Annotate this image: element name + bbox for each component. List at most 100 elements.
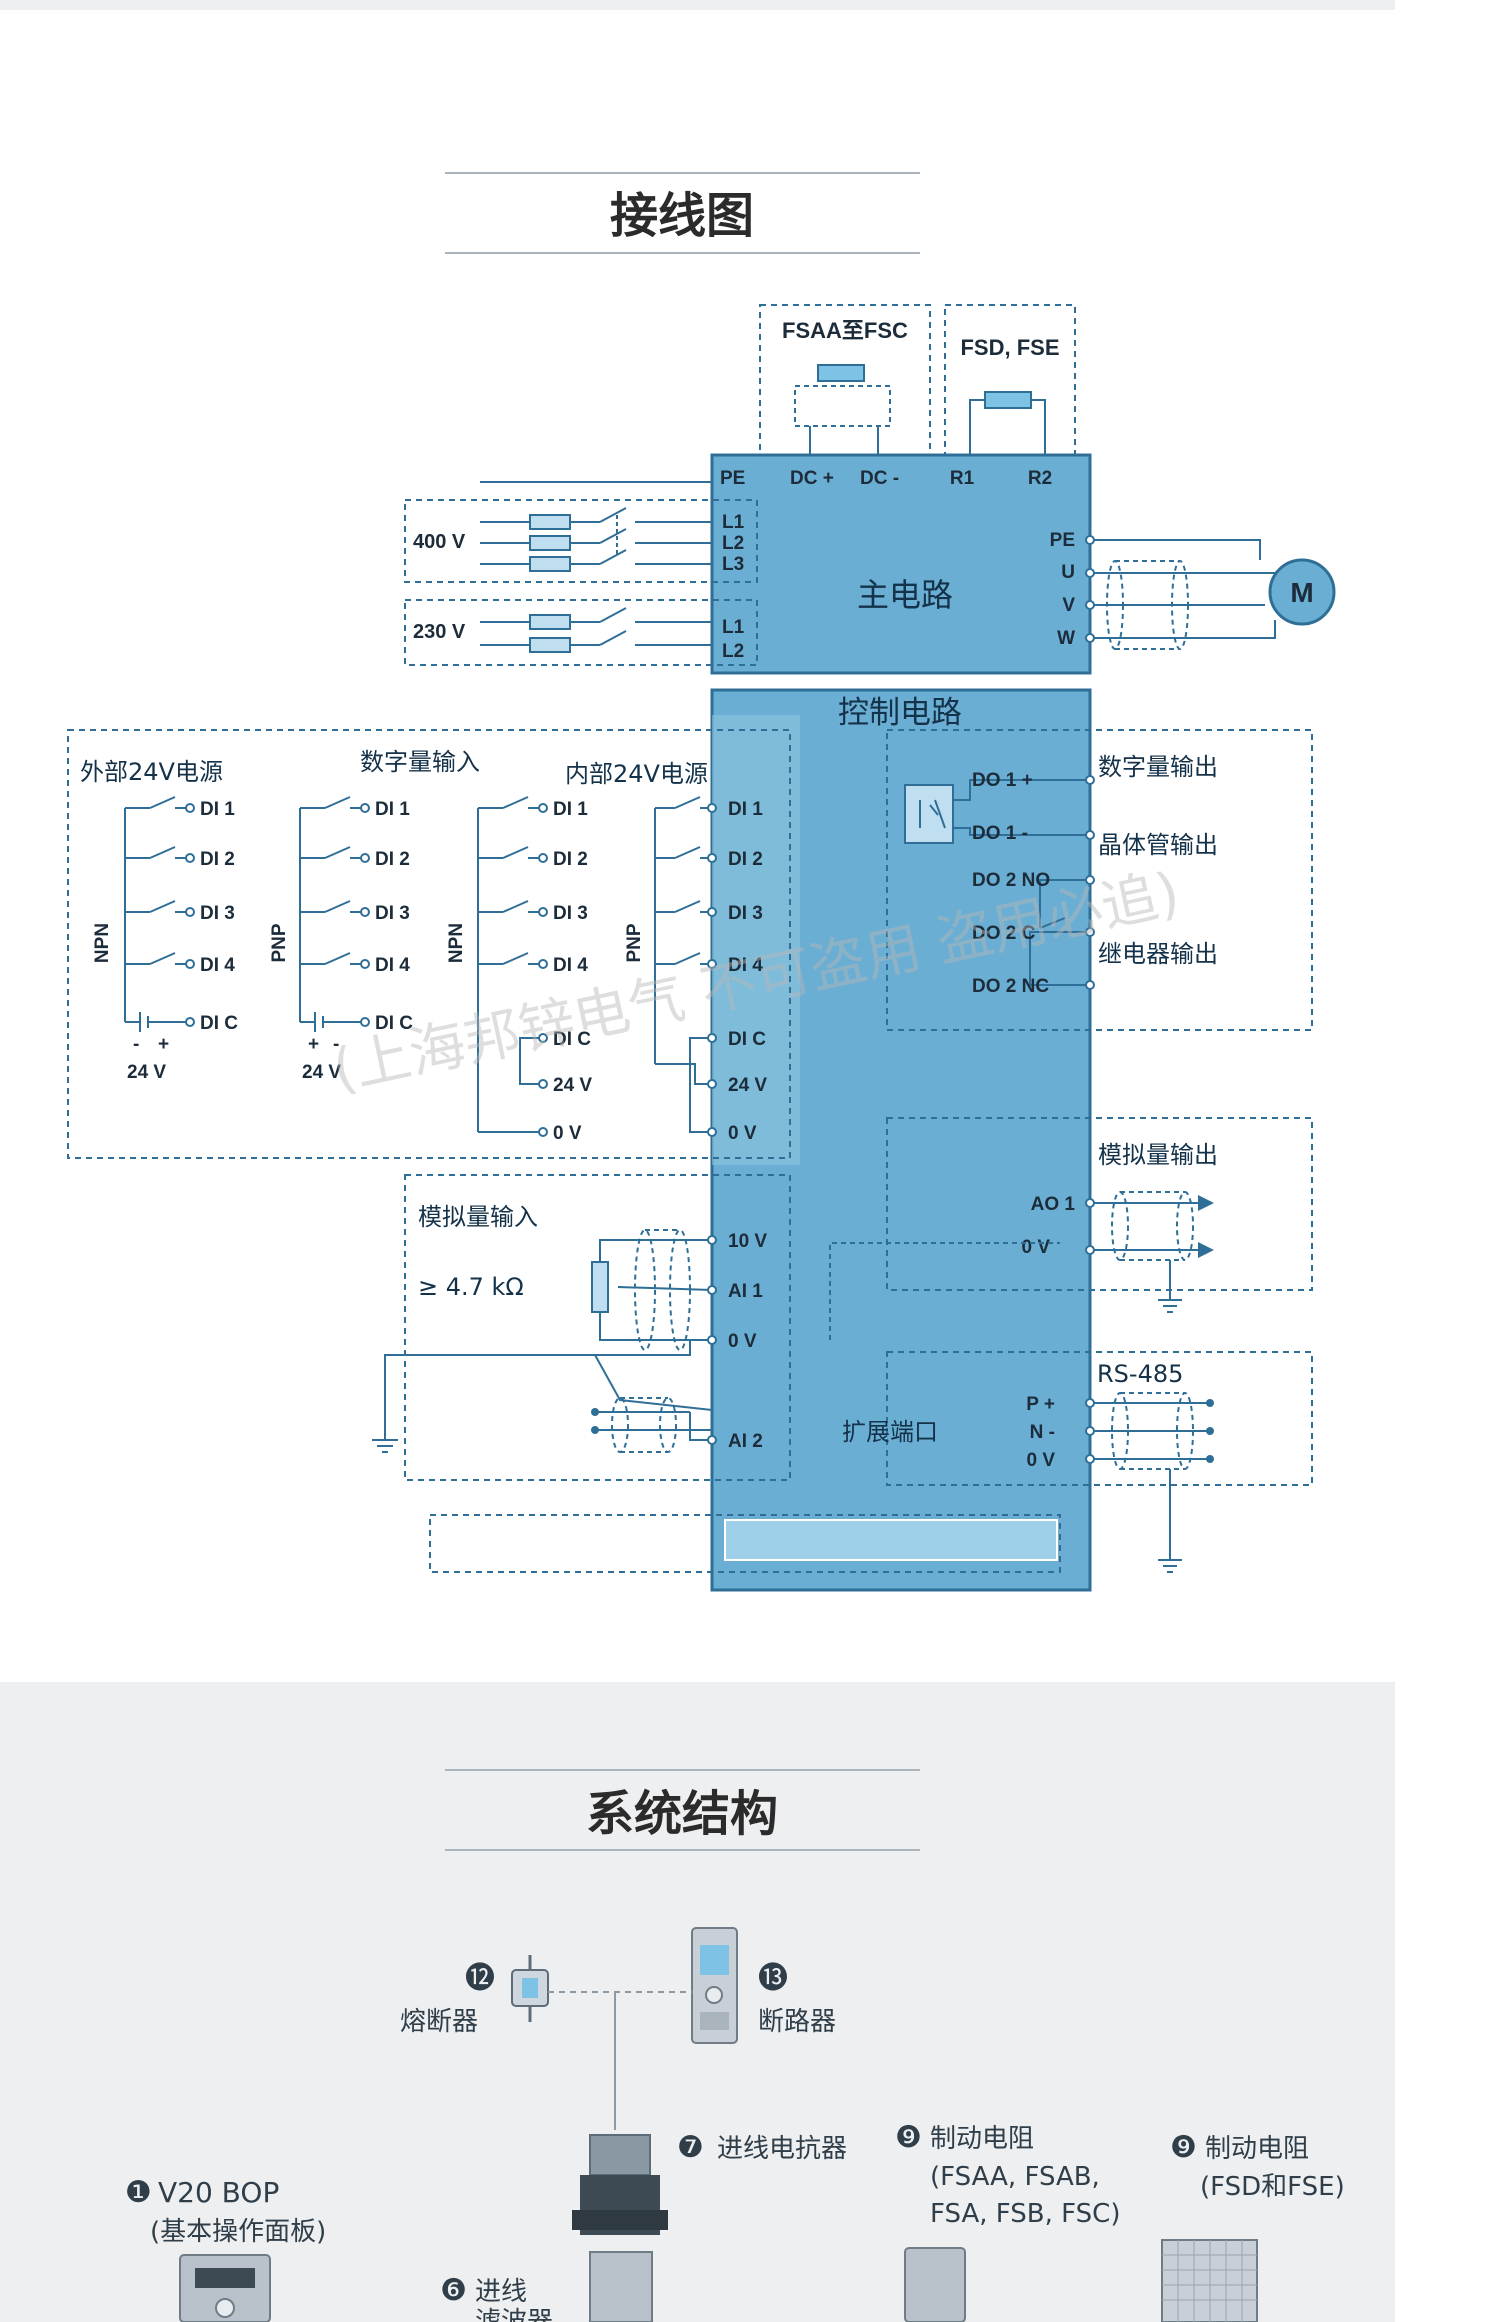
l2-terminal: L2	[722, 533, 744, 554]
expansion-label: 扩展端口	[842, 1418, 938, 1446]
blk-di1: DI 1	[728, 799, 763, 820]
g1-di3: DI 3	[200, 903, 235, 924]
fsd-label: FSD, FSE	[960, 335, 1059, 360]
ext-24v-label: 外部24V电源	[80, 758, 223, 786]
g2-di1: DI 1	[375, 799, 410, 820]
pe-terminal: PE	[720, 468, 745, 489]
out-w: W	[1057, 628, 1075, 649]
l1-terminal: L1	[722, 512, 745, 533]
g3-dic: DI C	[553, 1029, 591, 1050]
bop-label: V20 BOP	[158, 2176, 279, 2209]
g3-di2: DI 2	[553, 849, 588, 870]
system-title: 系统结构	[586, 1786, 778, 1842]
blk-di3: DI 3	[728, 903, 763, 924]
reactor-num: ❼	[677, 2130, 704, 2165]
g3-0v: 0 V	[553, 1123, 582, 1144]
breaker-label: 断路器	[758, 2007, 836, 2037]
fuse-icon	[511, 1955, 549, 2022]
expansion-slot	[724, 1519, 1058, 1561]
out-pe: PE	[1050, 530, 1075, 551]
g2-dic: DI C	[375, 1013, 413, 1034]
filter-icon	[589, 2251, 653, 2322]
brake1-sub1: (FSAA, FSAB,	[930, 2162, 1100, 2192]
rs-0v: 0 V	[1026, 1450, 1055, 1471]
blk-dic: DI C	[728, 1029, 766, 1050]
g3-di1: DI 1	[553, 799, 588, 820]
do1m: DO 1 -	[972, 823, 1028, 844]
400v-box	[404, 499, 758, 583]
out-v: V	[1062, 595, 1075, 616]
blk-ai-0v: 0 V	[728, 1331, 757, 1352]
analog-output-label: 模拟量输出	[1098, 1141, 1218, 1169]
blk-ai1: AI 1	[728, 1281, 763, 1302]
npn-label-2: NPN	[446, 923, 467, 963]
brake1-icon	[904, 2247, 966, 2322]
control-label: 控制电路	[838, 695, 962, 731]
main-circuit-label: 主电路	[857, 576, 953, 614]
blk-24v: 24 V	[728, 1075, 767, 1096]
filter-num: ❻	[440, 2273, 467, 2308]
p-plus: P +	[1026, 1394, 1055, 1415]
g1-di4: DI 4	[200, 955, 235, 976]
rs485-box	[886, 1351, 1313, 1486]
dcp-terminal: DC +	[790, 468, 834, 489]
do2no: DO 2 NO	[972, 870, 1050, 891]
analog-input-box	[404, 1174, 791, 1481]
r2-terminal: R2	[1028, 468, 1052, 489]
bop-icon	[179, 2254, 271, 2322]
g2-di3: DI 3	[375, 903, 410, 924]
main-circuit: 主电路 FSAA至FSC FSD, FSE PE DC + DC - R1 R2…	[404, 304, 1336, 675]
400v-label: 400 V	[413, 531, 466, 553]
g1-dic: DI C	[200, 1013, 238, 1034]
filter-label: 进线	[475, 2277, 527, 2307]
fuse-label: 熔断器	[400, 2007, 478, 2037]
motor-label: M	[1290, 577, 1313, 608]
brake1-label: 制动电阻	[930, 2124, 1034, 2154]
pnp-label-1: PNP	[269, 923, 290, 962]
analog-output-box	[886, 1117, 1313, 1291]
transistor-output-label: 晶体管输出	[1098, 831, 1218, 859]
brake2-num: ❾	[1170, 2130, 1197, 2165]
expansion-box	[429, 1514, 1061, 1573]
optocoupler	[904, 784, 954, 844]
do2c: DO 2 C	[972, 923, 1036, 944]
analog-input-label: 模拟量输入	[418, 1203, 538, 1231]
n-minus: N -	[1030, 1422, 1055, 1443]
ao-0v: 0 V	[1021, 1237, 1050, 1258]
ao1: AO 1	[1031, 1194, 1076, 1215]
g1-di2: DI 2	[200, 849, 235, 870]
brake2-label: 制动电阻	[1205, 2134, 1309, 2164]
rs485-label: RS-485	[1097, 1360, 1183, 1388]
g2-24v: 24 V	[302, 1062, 341, 1083]
filter-label-2: 滤波器	[475, 2307, 553, 2322]
digital-output-label: 数字量输出	[1098, 753, 1218, 781]
230v-label: 230 V	[413, 621, 466, 643]
relay-output-label: 继电器输出	[1098, 940, 1218, 968]
system-structure: ⓬ 熔断器 ⓭ 断路器 ❼ 进线电抗器 ❾ 制动电阻 (FSAA, FSAB, …	[125, 1927, 1345, 2322]
do2nc: DO 2 NC	[972, 976, 1049, 997]
brake2-sub: (FSD和FSE)	[1200, 2172, 1345, 2202]
breaker-icon	[691, 1927, 738, 2044]
dcm-terminal: DC -	[860, 468, 899, 489]
fsaa-box	[759, 304, 931, 456]
brake1-sub2: FSA, FSB, FSC)	[930, 2199, 1120, 2229]
bop-sub: (基本操作面板)	[150, 2217, 326, 2247]
g2-di2: DI 2	[375, 849, 410, 870]
digital-output-box	[886, 729, 1313, 1031]
g2-di4: DI 4	[375, 955, 410, 976]
reactor-label: 进线电抗器	[717, 2134, 847, 2164]
pnp-label-2: PNP	[624, 923, 645, 962]
l1b-terminal: L1	[722, 617, 745, 638]
g2-minus: -	[333, 1034, 339, 1055]
g1-24v: 24 V	[127, 1062, 166, 1083]
bop-num: ❶	[125, 2175, 152, 2210]
g2-plus: +	[308, 1034, 319, 1055]
digital-input-box	[67, 729, 791, 1159]
int-24v-label: 内部24V电源	[565, 760, 708, 788]
control-circuit: 控制电路 外部24V电源 数字量输入 内部24V电源 NPN PNP NPN P…	[67, 688, 1313, 1592]
l2b-terminal: L2	[722, 641, 744, 662]
blk-ai2: AI 2	[728, 1431, 763, 1452]
g1-di1: DI 1	[200, 799, 235, 820]
line-reactor-icon	[572, 2134, 668, 2235]
blk-0v: 0 V	[728, 1123, 757, 1144]
